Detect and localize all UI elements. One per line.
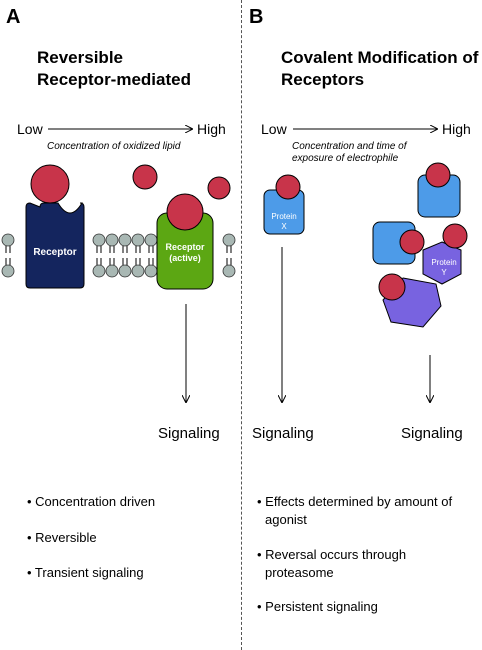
lipid-head bbox=[131, 233, 145, 247]
protein-y-label-line1: Protein bbox=[431, 258, 456, 267]
panel-b-bullet-2-line1: • Reversal occurs through bbox=[257, 547, 407, 562]
panel-b-bullet-1-line2: agonist bbox=[265, 512, 307, 527]
panel-a-signaling-label: Signaling bbox=[158, 425, 220, 442]
panel-a-title-line2: Receptor-mediated bbox=[37, 70, 191, 89]
lipid-head bbox=[105, 233, 119, 247]
lipid-head bbox=[144, 233, 158, 247]
panel-a-caption: Concentration of oxidized lipid bbox=[47, 141, 181, 152]
panel-b-bullet-1-line1: • Effects determined by amount of bbox=[257, 494, 453, 509]
electrophile bbox=[442, 223, 468, 249]
panel-b-caption-line1: Concentration and time of bbox=[292, 141, 407, 152]
panel-b-bullet-3: • Persistent signaling bbox=[257, 599, 378, 614]
protein-y bbox=[422, 241, 462, 285]
panel-b-bullet-2-line2: proteasome bbox=[265, 565, 334, 580]
lipid-head bbox=[222, 233, 236, 247]
panel-b-caption-line2: exposure of electrophile bbox=[292, 153, 399, 164]
lipid-head bbox=[1, 264, 15, 278]
ligand bbox=[207, 176, 231, 200]
lipid-bilayer bbox=[1, 233, 236, 278]
lipid-head bbox=[118, 264, 132, 278]
panel-a-bullet-1: • Concentration driven bbox=[27, 494, 156, 509]
electrophile bbox=[399, 229, 425, 255]
panel-b-title-line1: Covalent Modification of bbox=[281, 48, 479, 67]
protein-x-label-line2: X bbox=[281, 222, 287, 231]
lipid-head bbox=[92, 233, 106, 247]
lipid-head bbox=[92, 264, 106, 278]
lipid-head bbox=[118, 233, 132, 247]
ligand bbox=[30, 164, 70, 204]
panel-a-letter: A bbox=[6, 6, 21, 28]
lipid-head bbox=[105, 264, 119, 278]
ligand bbox=[132, 164, 158, 190]
ligand-bound bbox=[166, 193, 204, 231]
panel-a-title-line1: Reversible bbox=[37, 48, 123, 67]
panel-divider bbox=[241, 0, 242, 650]
receptor-active-label-line2: (active) bbox=[169, 253, 201, 263]
panel-b-title-line2: Receptors bbox=[281, 70, 365, 89]
receptor-label: Receptor bbox=[33, 247, 76, 258]
electrophile bbox=[425, 162, 451, 188]
panel-a-bullet-3: • Transient signaling bbox=[27, 565, 144, 580]
protein-x-label-line1: Protein bbox=[271, 212, 296, 221]
panel-b-axis-high: High bbox=[442, 121, 471, 137]
panel-b-axis-low: Low bbox=[261, 121, 287, 137]
panel-b-signaling-right-label: Signaling bbox=[401, 425, 463, 442]
panel-a-bullet-2: • Reversible bbox=[27, 530, 97, 545]
lipid-head bbox=[144, 264, 158, 278]
electrophile bbox=[275, 174, 301, 200]
panel-b-signaling-left-label: Signaling bbox=[252, 425, 314, 442]
lipid-head bbox=[131, 264, 145, 278]
protein-y-label-line2: Y bbox=[441, 268, 447, 277]
receptor-active-label-line1: Receptor bbox=[165, 242, 205, 252]
panel-b-letter: B bbox=[249, 6, 264, 28]
receptor bbox=[25, 202, 85, 289]
panel-a-axis-high: High bbox=[197, 121, 226, 137]
panel-a-axis-low: Low bbox=[17, 121, 43, 137]
lipid-head bbox=[222, 264, 236, 278]
lipid-head bbox=[1, 233, 15, 247]
electrophile bbox=[378, 273, 406, 301]
